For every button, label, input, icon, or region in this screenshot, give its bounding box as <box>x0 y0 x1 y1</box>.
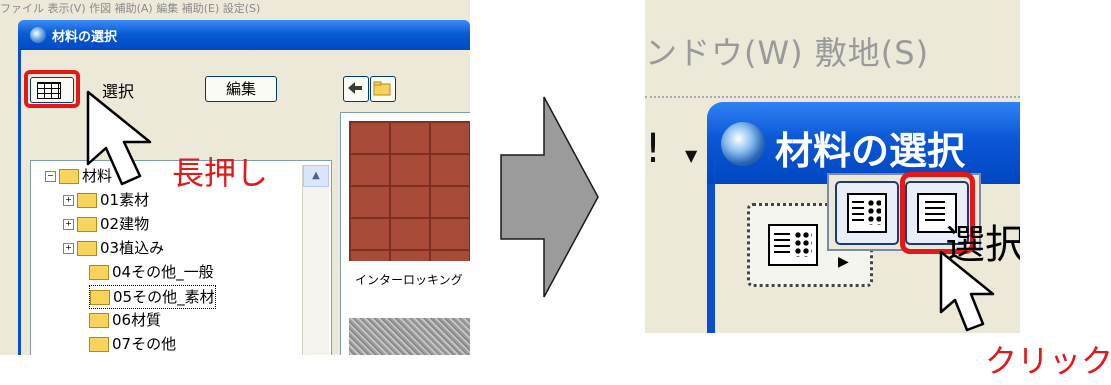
folder-icon <box>77 217 97 232</box>
grid-view-icon <box>37 82 61 99</box>
tree-item-selected[interactable]: 05その他_素材 <box>89 285 216 309</box>
window-title: 材料の選択 <box>775 129 966 173</box>
folder-icon <box>77 193 97 208</box>
list-view-icon <box>917 193 957 233</box>
scroll-up-arrow-icon[interactable]: ▲ <box>303 165 329 187</box>
dropdown-arrow-icon[interactable]: ▼ <box>685 146 698 165</box>
expand-icon[interactable]: + <box>63 195 74 206</box>
folder-icon <box>89 265 109 280</box>
tree-item[interactable]: 07その他 <box>89 333 176 355</box>
tree-scrollbar[interactable]: ▲ <box>302 165 329 355</box>
menu-bar[interactable]: ンドウ(W) 敷地(S) <box>645 34 930 72</box>
collapse-icon[interactable]: − <box>45 171 56 182</box>
back-arrow-icon <box>348 82 362 94</box>
folder-tree[interactable]: −材料 +01素材 +02建物 +03植込み 04その他_一般 05その他_素材… <box>30 160 332 355</box>
menu-bar[interactable]: ファイル 表示(V) 作図 補助(A) 編集 補助(E) 設定(S) <box>0 0 470 14</box>
folder-icon <box>89 337 109 352</box>
detail-view-icon <box>768 224 818 266</box>
folder-icon <box>77 241 97 256</box>
folder-icon <box>90 290 110 305</box>
transition-arrow-icon <box>500 96 599 298</box>
window-title: 材料の選択 <box>52 30 118 45</box>
folder-icon <box>373 81 391 96</box>
select-label: 選択 <box>102 82 135 101</box>
tree-item[interactable]: 06材質 <box>89 309 161 331</box>
folder-icon <box>89 313 109 328</box>
select-label: 選択 <box>945 222 1020 268</box>
back-folder-button[interactable] <box>343 76 369 102</box>
toolbar-fragment: ! <box>645 126 662 172</box>
tree-item[interactable]: 04その他_一般 <box>89 261 214 283</box>
material-dialog-titlebar[interactable]: 材料の選択 <box>707 102 1020 184</box>
folder-icon <box>59 169 79 184</box>
expand-icon[interactable]: + <box>63 219 74 230</box>
right-screenshot-panel: ンドウ(W) 敷地(S) ! ▼ 材料の選択 ▶ 選択 <box>645 0 1020 333</box>
mouse-pointer-icon <box>86 90 152 186</box>
edit-button[interactable]: 編集 <box>205 76 277 102</box>
view-mode-button[interactable] <box>30 77 74 103</box>
app-globe-icon <box>721 122 765 166</box>
app-globe-icon <box>30 27 46 43</box>
long-press-annotation: 長押し <box>172 154 269 192</box>
menu-divider <box>645 96 1020 103</box>
highlight-box <box>900 172 975 254</box>
tree-item[interactable]: −材料 <box>45 165 112 187</box>
thumbnail-caption: インターロッキング <box>355 273 463 287</box>
brick-texture-thumbnail[interactable] <box>349 121 470 261</box>
up-folder-button[interactable] <box>370 76 396 102</box>
tree-item[interactable]: +03植込み <box>63 237 164 259</box>
list-view-option[interactable] <box>905 181 969 245</box>
material-preview-pane[interactable]: インターロッキング <box>340 112 470 355</box>
gravel-texture-thumbnail[interactable] <box>349 318 470 355</box>
tree-item[interactable]: +02建物 <box>63 213 149 235</box>
tree-item[interactable]: +01素材 <box>63 189 149 211</box>
mouse-pointer-icon <box>939 250 995 332</box>
material-dialog-titlebar[interactable]: 材料の選択 <box>18 20 470 50</box>
click-annotation: クリック <box>985 342 1111 380</box>
highlight-box <box>24 70 80 108</box>
thumbnail-grid-icon <box>847 193 887 233</box>
expand-icon[interactable]: + <box>63 243 74 254</box>
grid-view-option[interactable] <box>835 181 899 245</box>
submenu-arrow-icon: ▶ <box>838 254 849 270</box>
